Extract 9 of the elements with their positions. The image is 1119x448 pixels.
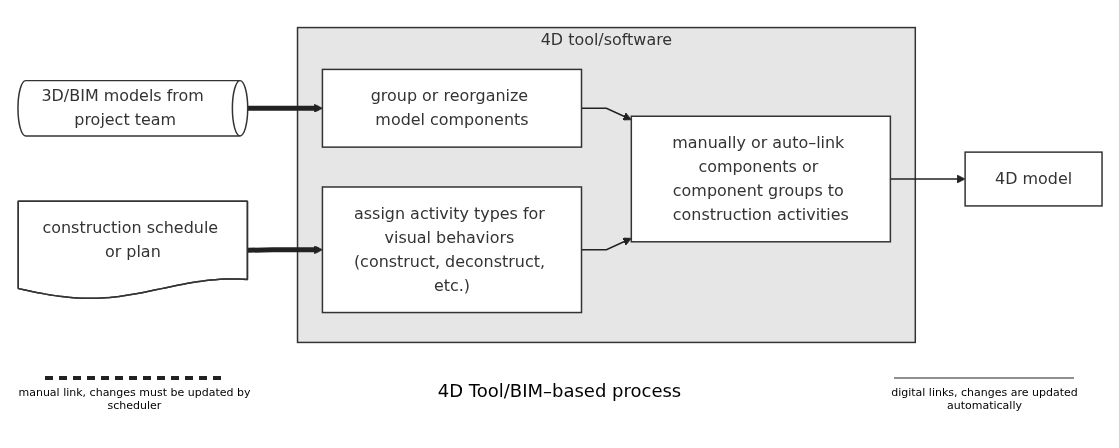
node-box: group or reorganize model components bbox=[321, 68, 582, 148]
caption: 4D Tool/BIM–based process bbox=[437, 380, 682, 401]
node-box: manually or auto–link components or component groups to construction activities bbox=[630, 115, 891, 243]
legend-text: manual link, changes must be updated by scheduler bbox=[17, 386, 252, 412]
node-box: assign activity types for visual behaviors (construct, deconstruct, etc.) bbox=[321, 186, 582, 314]
legend-text: digital links, changes are updated automatically bbox=[890, 386, 1079, 412]
arrow bbox=[889, 174, 965, 184]
node-text: 3D/BIM models from project team bbox=[40, 86, 204, 130]
node-box: 4D model bbox=[963, 151, 1103, 207]
